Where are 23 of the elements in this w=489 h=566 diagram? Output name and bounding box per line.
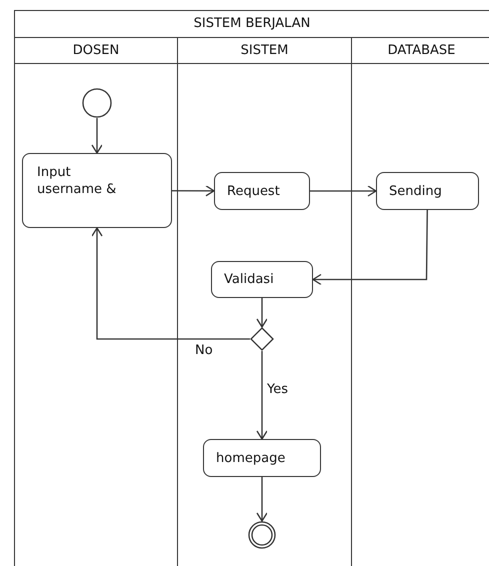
- lane-header: DATABASE: [352, 37, 489, 64]
- decision-diamond: [250, 327, 274, 351]
- arrow: [310, 185, 377, 197]
- action-box: homepage: [203, 439, 321, 477]
- arrow: [256, 298, 268, 328]
- arrow: [172, 185, 215, 196]
- action-box: Sending: [376, 172, 479, 210]
- end-node: [248, 521, 276, 549]
- lane-header: SISTEM: [178, 37, 351, 64]
- action-box: Validasi: [211, 261, 313, 298]
- pool-title: SISTEM BERJALAN: [192, 15, 312, 33]
- arrow: [256, 477, 268, 522]
- action-box: Input username &: [22, 153, 172, 228]
- arrow: [91, 227, 250, 340]
- pool-frame: [14, 10, 489, 566]
- swimlane: [177, 37, 351, 566]
- arrow: [91, 118, 103, 154]
- action-box: Request: [214, 172, 310, 210]
- arrow: [312, 210, 428, 286]
- start-node: [82, 88, 112, 118]
- lane-header: DOSEN: [15, 37, 177, 64]
- arrow: [256, 351, 268, 440]
- swimlane: [351, 37, 489, 566]
